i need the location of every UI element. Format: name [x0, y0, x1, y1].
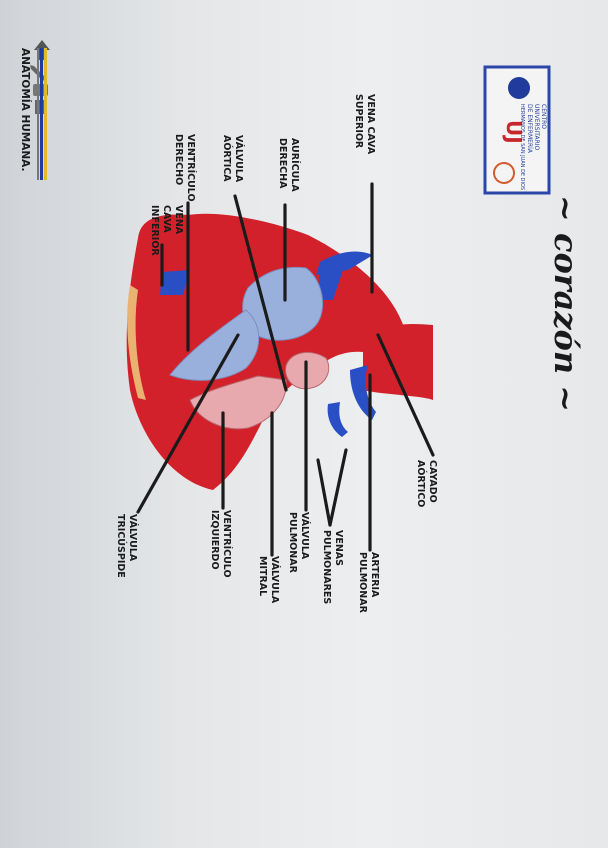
label-valvula-tricuspide-1: VÁLVULA — [127, 514, 139, 562]
label-valvula-pulmonar-1: VÁLVULA — [299, 512, 311, 560]
header-stripe-gray — [37, 48, 39, 180]
leader-venas-pulmonares-1 — [328, 448, 348, 527]
label-vena-cava-inferior-2: CAVA — [161, 205, 172, 233]
logo-line3: DE ENFERMERÍA — [526, 104, 533, 154]
header-title: ANATOMÍA HUMANA. — [19, 48, 32, 171]
label-valvula-tricuspide-2: TRICÚSPIDE — [115, 514, 127, 578]
pulmonary-veins-top — [316, 251, 373, 275]
logo-line2: UNIVERSITARIO — [533, 104, 540, 151]
label-ventriculo-derecho-2: DERECHO — [173, 134, 184, 185]
label-valvula-mitral-1: VÁLVULA — [269, 556, 281, 604]
label-auricula-derecha-2: DERECHA — [277, 138, 288, 189]
labels: VENA CAVA SUPERIOR AURÍCULA DERECHA VÁLV… — [115, 94, 438, 614]
label-vena-cava-inferior-1: VENA — [173, 205, 184, 235]
label-vena-cava-superior-1: VENA CAVA — [365, 94, 376, 155]
label-cayado-aortico-1: CAYADO — [427, 460, 438, 503]
label-vena-cava-superior-2: SUPERIOR — [353, 94, 364, 149]
label-cayado-aortico-2: AÓRTICO — [415, 460, 427, 507]
label-valvula-mitral-2: MITRAL — [257, 556, 268, 596]
label-arteria-pulmonar-2: PULMONAR — [357, 552, 368, 614]
epicardial-fat — [127, 285, 146, 400]
header-stripe-yellow — [44, 48, 47, 180]
leader-valvula-aortica — [233, 194, 288, 392]
header-stripe-blue — [40, 48, 43, 180]
right-ventricle — [169, 309, 260, 381]
label-valvula-aortica-2: AÓRTICA — [221, 135, 233, 182]
label-valvula-pulmonar-2: PULMONAR — [287, 512, 298, 574]
left-ventricle — [189, 375, 287, 430]
university-logo: UJ CENTRO UNIVERSITARIO DE ENFERMERÍA HE… — [483, 65, 551, 195]
leader-venas-pulmonares-2 — [316, 458, 332, 527]
leader-lines — [136, 182, 435, 557]
logo-monogram: UJ — [502, 120, 526, 144]
logo-line4: HERMANOS DE SAN JUAN DE DIOS — [519, 104, 525, 190]
leader-valvula-tricuspide — [136, 333, 240, 514]
label-venas-pulmonares-1: VENAS — [333, 530, 344, 566]
label-ventriculo-izquierdo-1: VENTRÍCULO — [221, 510, 233, 578]
seal-icon — [493, 162, 515, 184]
pulmonary-veins-lower — [327, 402, 348, 437]
label-venas-pulmonares-2: PULMONARES — [321, 530, 332, 604]
label-auricula-derecha-1: AURÍCULA — [289, 138, 301, 192]
label-ventriculo-derecho-1: VENTRÍCULO — [185, 134, 197, 202]
heart-illustration — [126, 213, 433, 490]
crest-icon — [508, 77, 530, 99]
page-title: ~ corazón ~ — [547, 195, 585, 412]
label-ventriculo-izquierdo-2: IZQUIERDO — [209, 510, 220, 570]
logo-line1: CENTRO — [540, 104, 547, 129]
label-vena-cava-inferior-3: INFERIOR — [149, 205, 160, 256]
label-valvula-aortica-1: VÁLVULA — [233, 135, 245, 183]
leader-cayado-aortico — [376, 333, 435, 457]
label-arteria-pulmonar-1: ARTERIA — [369, 552, 380, 598]
inferior-vena-cava — [160, 270, 190, 295]
